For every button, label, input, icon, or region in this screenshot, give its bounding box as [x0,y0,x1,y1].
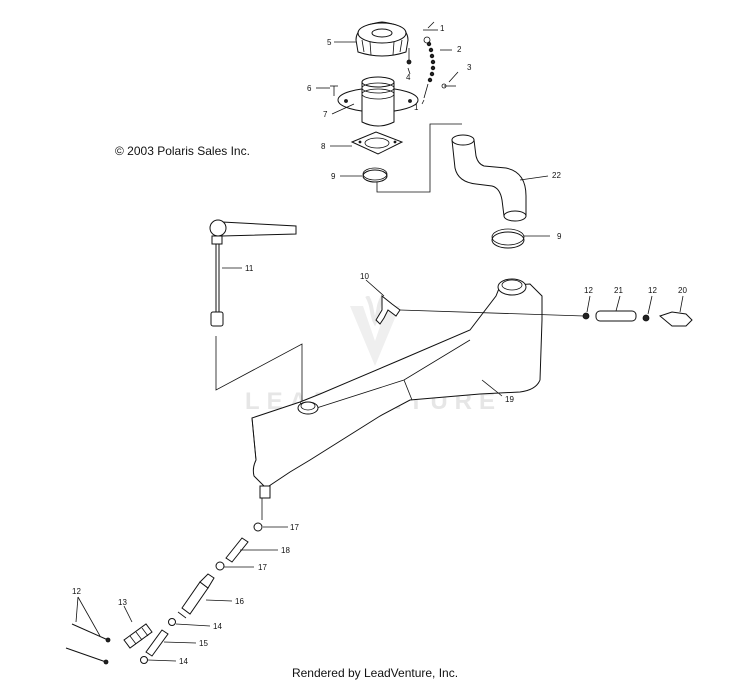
clamp-14-lower [140,656,148,664]
spring [123,623,153,649]
callout-12: 12 [584,286,593,295]
callout-17: 17 [258,563,267,572]
hose-15 [145,629,169,657]
footer-credit: Rendered by LeadVenture, Inc. [291,666,459,680]
callout-9: 9 [331,172,336,181]
callout-1: 1 [414,103,419,112]
filler-hose [451,134,527,222]
leader-lines [75,29,684,662]
filler-neck [337,76,419,127]
callout-16: 16 [235,597,244,606]
callout-1: 1 [440,24,445,33]
callout-12: 12 [648,286,657,295]
callout-12: 12 [72,587,81,596]
clamp-upper [362,167,388,183]
routing-line-sender [215,336,303,410]
callout-6: 6 [307,84,312,93]
hose-18 [225,537,249,563]
callout-10: 10 [360,272,369,281]
callout-5: 5 [327,38,332,47]
cable-ties [65,623,111,665]
callout-7: 7 [323,110,328,119]
clamp-17-lower [215,561,225,571]
callout-2: 2 [457,45,462,54]
callout-22: 22 [552,171,561,180]
watermark-logo-icon [345,294,405,381]
clamp-17-upper [253,522,263,532]
callout-20: 20 [678,286,687,295]
callout-19: 19 [505,395,514,404]
gasket [350,131,404,155]
callout-3: 3 [467,63,472,72]
vent-hose-assembly [582,310,693,327]
callout-4: 4 [406,73,411,82]
callout-14: 14 [179,657,188,666]
callout-17: 17 [290,523,299,532]
rivet-3 [441,83,456,89]
callout-9: 9 [557,232,562,241]
screw-6 [330,85,338,96]
callout-14: 14 [213,622,222,631]
callout-18: 18 [281,546,290,555]
routing-line-neck [376,123,462,193]
callout-labels: 1 2 3 4 1 5 6 7 8 9 22 9 11 10 12 21 12 … [72,24,687,666]
vent-fitting [375,294,585,325]
callout-15: 15 [199,639,208,648]
fuel-filter [177,573,215,619]
callout-8: 8 [321,142,326,151]
fuel-cap [355,21,409,57]
clamp-14-upper [168,618,176,626]
callout-11: 11 [245,264,254,273]
fuel-tank [251,278,543,499]
clamp-lower [491,228,525,249]
tether-chain [406,21,436,99]
callout-21: 21 [614,286,623,295]
callout-13: 13 [118,598,127,607]
fuel-sender [209,219,297,327]
copyright-text: © 2003 Polaris Sales Inc. [115,144,250,158]
